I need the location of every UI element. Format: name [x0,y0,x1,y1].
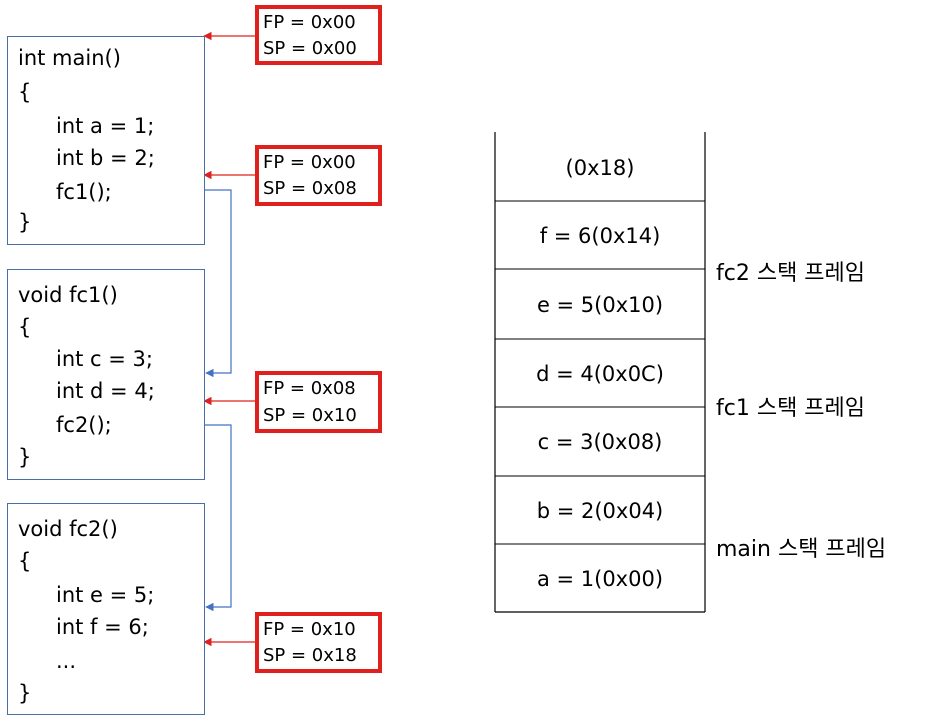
frame-label-main: main 스택 프레임 [716,537,887,562]
fp-value: FP = 0x00 [263,12,356,33]
code-line: { [18,549,32,573]
code-line: } [18,681,32,705]
stack-cell: (0x18) [565,156,635,180]
code-line: int c = 3; [56,347,153,371]
register-box: FP = 0x00 SP = 0x08 [255,145,382,206]
stack-cell: a = 1(0x00) [536,567,664,591]
code-box-main: int main() { int a = 1; int b = 2; fc1()… [7,36,205,245]
code-line: int main() [18,46,121,70]
code-box-fc2: void fc2() { int e = 5; int f = 6; ... } [7,503,205,715]
stack-cell: f = 6(0x14) [539,224,661,248]
fp-value: FP = 0x00 [263,152,356,173]
code-line: { [18,80,32,104]
code-line: int e = 5; [56,583,155,607]
sp-value: SP = 0x18 [263,645,357,666]
register-box: FP = 0x00 SP = 0x00 [255,5,382,65]
sp-value: SP = 0x10 [263,405,357,426]
code-line: } [18,445,32,469]
register-box: FP = 0x10 SP = 0x18 [255,612,382,673]
frame-label-fc2: fc2 스택 프레임 [716,261,866,286]
stack-cell: e = 5(0x10) [536,293,664,317]
stack-cell: c = 3(0x08) [537,430,663,454]
code-line: int a = 1; [56,114,155,138]
code-line: { [18,315,32,339]
sp-value: SP = 0x00 [263,38,357,59]
code-line: ... [56,649,77,673]
register-box: FP = 0x08 SP = 0x10 [255,371,382,433]
code-line: } [18,210,32,234]
code-line: void fc2() [18,517,118,541]
code-line: int d = 4; [56,379,155,403]
fp-value: FP = 0x08 [263,378,356,399]
stack-cell: b = 2(0x04) [536,499,664,523]
stack-cell: d = 4(0x0C) [536,362,664,386]
code-line: fc2(); [56,413,112,437]
code-box-fc1: void fc1() { int c = 3; int d = 4; fc2()… [7,269,205,480]
sp-value: SP = 0x08 [263,178,357,199]
code-line: int f = 6; [56,615,149,639]
frame-label-fc1: fc1 스택 프레임 [716,396,866,421]
fp-value: FP = 0x10 [263,619,356,640]
code-line: fc1(); [56,180,112,204]
code-line: void fc1() [18,283,118,307]
code-line: int b = 2; [56,146,155,170]
